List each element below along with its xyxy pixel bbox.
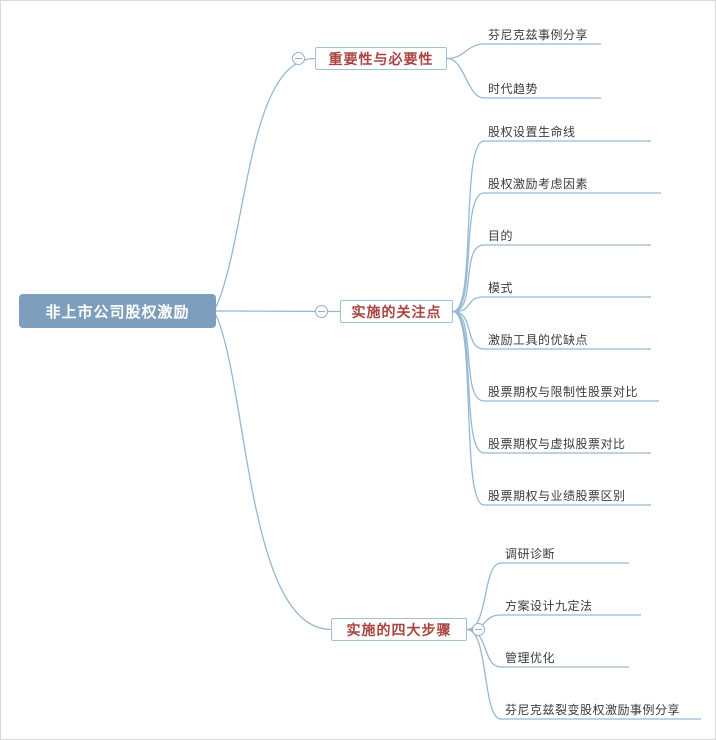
subtopic[interactable]: 股权激励考虑因素 xyxy=(488,177,589,191)
collapse-minus-icon[interactable] xyxy=(472,623,485,636)
subtopic[interactable]: 模式 xyxy=(488,281,514,295)
connector-root-branch-1 xyxy=(215,57,316,308)
connector-branch2-child2 xyxy=(452,192,661,313)
connector-branch2-child8 xyxy=(452,310,651,506)
subtopic[interactable]: 管理优化 xyxy=(505,651,556,665)
subtopic[interactable]: 时代趋势 xyxy=(488,82,539,96)
subtopic[interactable]: 激励工具的优缺点 xyxy=(488,333,589,347)
connector-branch2-child5 xyxy=(452,310,651,350)
subtopic[interactable]: 芬尼克兹事例分享 xyxy=(488,28,589,42)
connector-branch2-child7 xyxy=(452,310,651,454)
subtopic[interactable]: 股权设置生命线 xyxy=(488,125,576,139)
branch-topic-focus-points[interactable]: 实施的关注点 xyxy=(340,300,453,323)
connector-branch2-child1 xyxy=(452,140,651,313)
connector-branch2-child3 xyxy=(452,244,651,313)
connector-branch3-child1 xyxy=(466,562,629,631)
subtopic[interactable]: 目的 xyxy=(488,229,514,243)
subtopic[interactable]: 股票期权与业绩股票区别 xyxy=(488,489,626,503)
subtopic[interactable]: 芬尼克兹裂变股权激励事例分享 xyxy=(505,703,681,717)
subtopic[interactable]: 股票期权与限制性股票对比 xyxy=(488,385,639,399)
collapse-minus-icon[interactable] xyxy=(292,52,305,65)
connector-root-branch-3 xyxy=(215,314,332,631)
connector-branch2-child6 xyxy=(452,310,659,402)
branch-topic-importance[interactable]: 重要性与必要性 xyxy=(315,47,447,70)
subtopic[interactable]: 调研诊断 xyxy=(505,547,556,561)
branch-topic-four-steps[interactable]: 实施的四大步骤 xyxy=(331,618,467,641)
subtopic[interactable]: 方案设计九定法 xyxy=(505,599,593,613)
collapse-minus-icon[interactable] xyxy=(315,305,328,318)
subtopic[interactable]: 股票期权与虚拟股票对比 xyxy=(488,437,626,451)
root-topic[interactable]: 非上市公司股权激励 xyxy=(19,294,216,328)
connector-branch3-child2 xyxy=(466,614,641,631)
connector-branch2-child4 xyxy=(452,296,651,313)
connector-branch1-child1 xyxy=(446,43,601,60)
connector-branch1-child2 xyxy=(446,57,601,99)
